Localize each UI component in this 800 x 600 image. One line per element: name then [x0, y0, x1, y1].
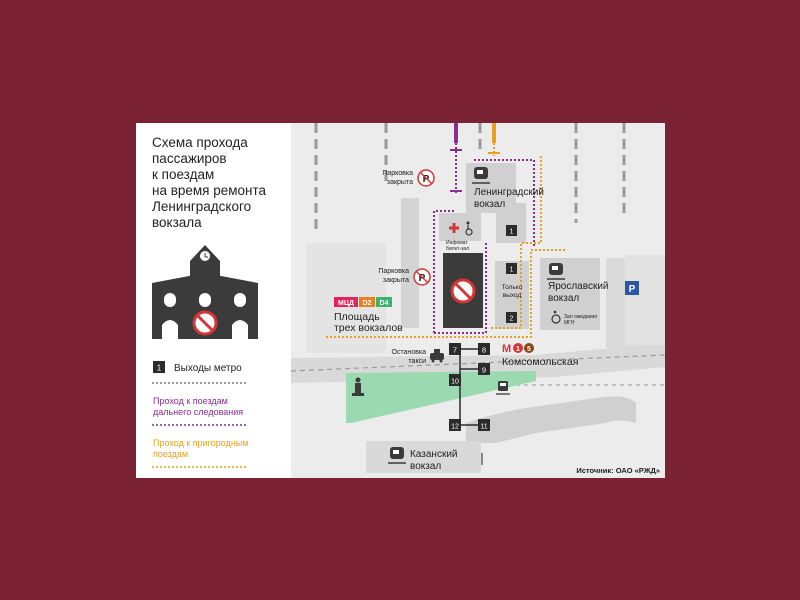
parking-closed-label: закрыта	[383, 277, 409, 284]
ploshchad-label: Площадь	[334, 311, 380, 323]
leningradsky-name: Ленинградский	[474, 187, 544, 198]
exit-only-label: Только	[502, 284, 523, 291]
metro-exit: 2	[506, 312, 517, 323]
parking-icon	[625, 281, 639, 295]
legend: 1 Выходы метро Проход к поездам дальнего…	[152, 361, 248, 468]
metro-exit-number: 9	[482, 366, 486, 375]
info-hall-label: билет-зал	[446, 246, 469, 252]
legend-long-distance: дальнего следования	[153, 407, 243, 417]
info-hall-building	[439, 213, 481, 241]
kazansky-name: вокзал	[410, 461, 441, 472]
source-credit: Источник: ОАО «РЖД»	[576, 466, 660, 475]
metro-exit-number: 8	[482, 346, 486, 355]
monument-icon	[352, 377, 364, 396]
metro-line-5-icon	[524, 343, 534, 353]
mgn-hall-label: Зал ожидания	[564, 314, 597, 320]
taxi-label: Остановка	[391, 349, 426, 356]
title-line: Ленинградского	[152, 199, 251, 214]
title-line: к поездам	[152, 167, 214, 182]
parking-closed-label: Парковка	[382, 170, 413, 177]
map-panel: Схема прохода пассажиров к поездам на вр…	[136, 123, 665, 478]
metro-exit-sample-number: 1	[157, 364, 162, 373]
legend-long-distance: Проход к поездам	[153, 396, 228, 406]
title-line: Схема прохода	[152, 135, 248, 150]
yaroslavsky-name: Ярославский	[548, 281, 609, 292]
train-icon	[388, 447, 406, 464]
taxi-icon	[430, 349, 444, 363]
parking-symbol: P	[423, 174, 430, 185]
prohibited-icon	[192, 310, 218, 336]
parking-symbol: P	[419, 273, 426, 284]
metro-exit-number: 11	[480, 424, 487, 431]
leningradsky-label: Ленинградский вокзал	[472, 167, 544, 210]
metro-line-1-icon	[513, 343, 523, 353]
metro-exit: 1	[506, 225, 517, 236]
metro-exit-number: 10	[451, 379, 459, 386]
metro-line-1-number: 1	[516, 346, 520, 353]
exit-only-label: выход	[503, 292, 522, 299]
leningradsky-wing	[496, 203, 526, 243]
metro-logo-letter: М	[502, 343, 511, 355]
mcd-badge-text: МЦД	[338, 300, 354, 307]
left-building-1	[401, 198, 419, 328]
train-icon	[472, 167, 490, 184]
metro-exit-number: 2	[510, 316, 514, 323]
kazansky-plaza	[466, 396, 636, 443]
metro-exit-number: 7	[453, 346, 457, 355]
title-line: на время ремонта	[152, 183, 267, 198]
tram-icon	[496, 381, 510, 395]
wheelchair-icon	[465, 221, 473, 236]
parking-sign-letter: P	[629, 284, 636, 295]
parking-lot	[625, 255, 665, 345]
parking-closed-2: Парковка закрыта P	[378, 268, 431, 286]
kazansky-name: Казанский	[410, 449, 458, 460]
closed-entrance-icon	[450, 278, 476, 304]
rail-tracks	[314, 123, 626, 233]
metro-logo: М 1 5	[502, 343, 534, 355]
mcd-badges: МЦД D2 D4	[334, 297, 392, 307]
parking-sign: P	[625, 281, 639, 295]
info-hall: Инфомат билет-зал	[446, 221, 473, 252]
mcd-badge	[334, 297, 358, 307]
title-line: вокзала	[152, 215, 202, 230]
metro-exit: 12	[449, 419, 461, 431]
parking-closed-label: Парковка	[378, 268, 409, 275]
legend-suburban: Проход к пригородным	[153, 438, 248, 448]
metro-exit: 1	[506, 263, 517, 274]
metro-exit: 7	[449, 343, 461, 355]
info-hall-label: Инфомат	[446, 240, 468, 246]
metro-exit-number: 12	[451, 424, 459, 431]
title-line: пассажиров	[152, 151, 227, 166]
ploshchad-label: трех вокзалов	[334, 322, 403, 334]
metro-exit: 9	[478, 363, 490, 375]
yaroslavsky-label: Ярославский вокзал Зал ожидания МГН	[547, 263, 609, 326]
metro-exit-sample-icon	[153, 361, 165, 373]
station-map: Схема прохода пассажиров к поездам на вр…	[152, 123, 665, 478]
park	[346, 371, 536, 423]
d4-badge-text: D4	[380, 300, 389, 307]
metro-exit: 11	[478, 419, 490, 431]
parking-closed-label: закрыта	[387, 179, 413, 186]
legend-suburban: поездам	[153, 449, 188, 459]
metro-exit: 8	[478, 343, 490, 355]
metro-exit-number: 1	[510, 267, 514, 274]
long-distance-path	[433, 123, 535, 334]
accessibility-icon	[551, 310, 561, 324]
taxi-label: такси	[408, 358, 426, 365]
metro-line-5-number: 5	[527, 346, 531, 353]
kazansky-label: Казанский вокзал	[388, 447, 458, 472]
metro-exit-number: 1	[510, 229, 514, 236]
metro-exit: 10	[449, 374, 461, 386]
mgn-hall-label: МГН	[564, 320, 575, 326]
d2-badge-text: D2	[363, 300, 372, 307]
yaroslavsky-name: вокзал	[548, 293, 579, 304]
parking-closed-1: Парковка закрыта P	[382, 169, 435, 187]
map-title: Схема прохода пассажиров к поездам на вр…	[152, 135, 267, 230]
leningradsky-name: вокзал	[474, 199, 505, 210]
d4-badge	[376, 297, 392, 307]
komsomolskaya-label: Комсомольская	[502, 356, 578, 368]
d2-badge	[359, 297, 375, 307]
train-icon	[547, 263, 565, 280]
legend-metro-label: Выходы метро	[174, 363, 242, 374]
